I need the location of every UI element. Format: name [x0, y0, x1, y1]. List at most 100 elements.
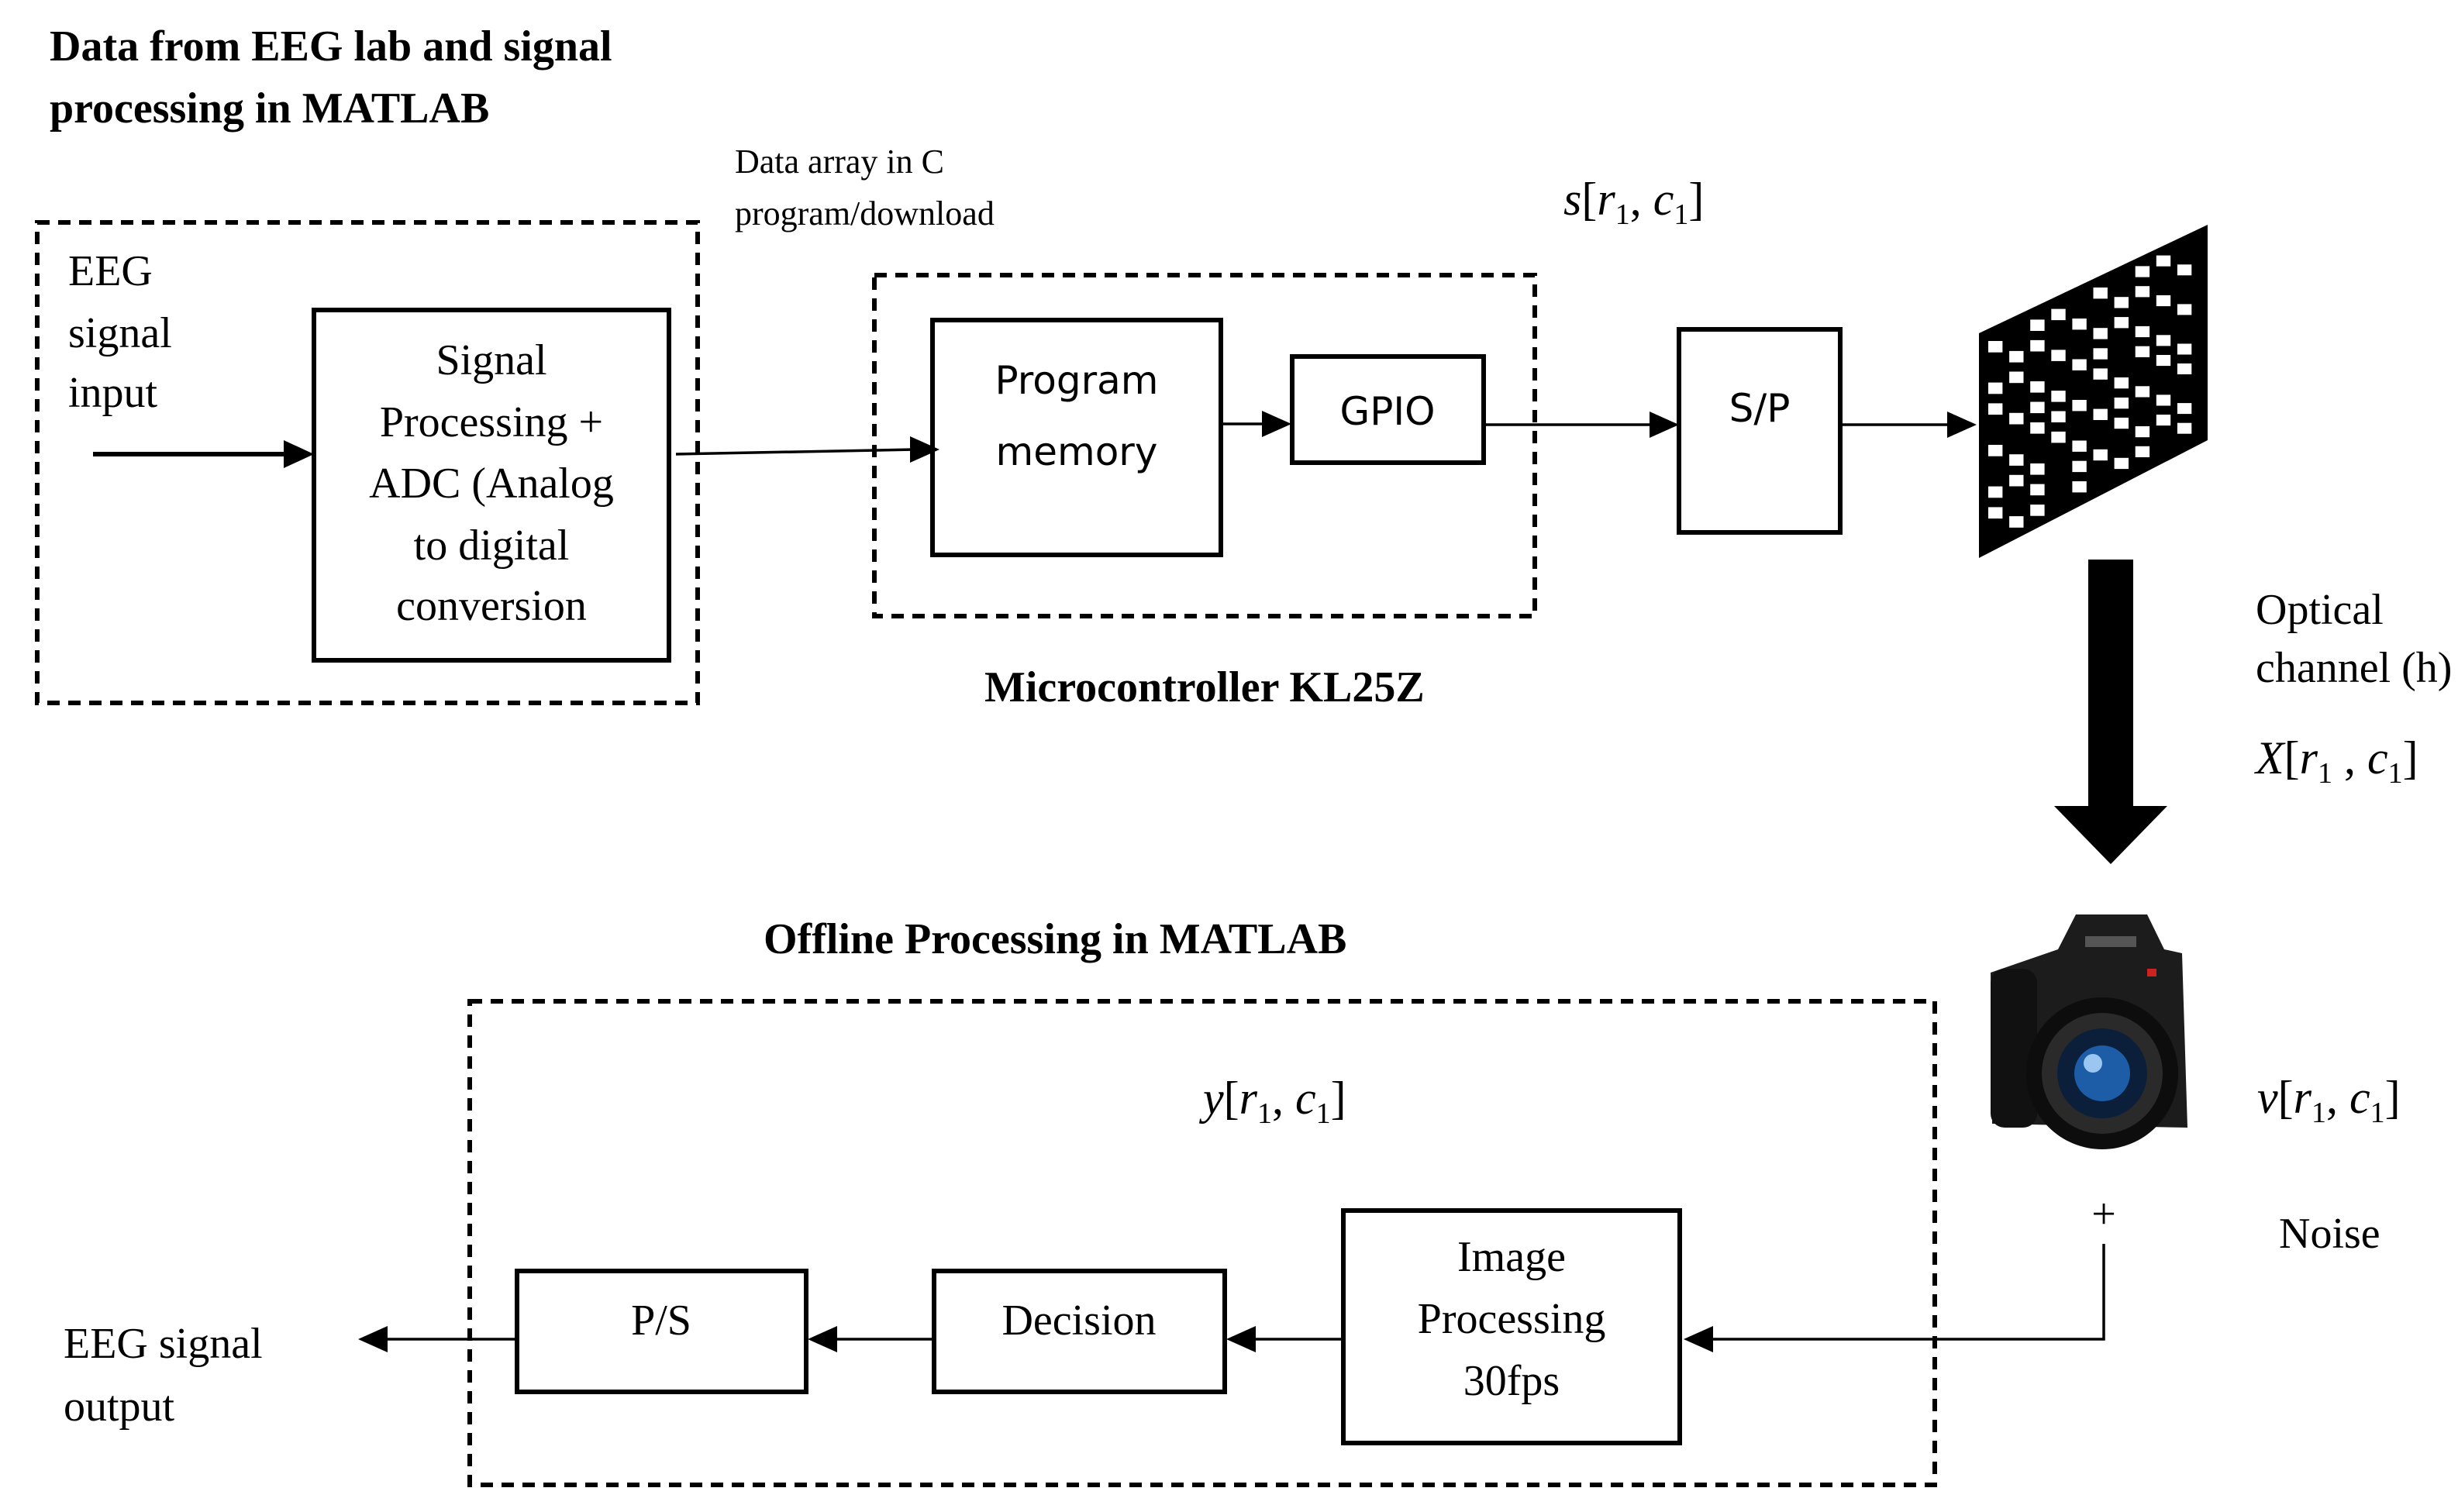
- led-cell: [2156, 394, 2171, 406]
- led-cell: [2177, 363, 2192, 374]
- led-cell: [2072, 440, 2087, 452]
- led-cell: [2093, 368, 2108, 380]
- led-cell: [2072, 359, 2087, 370]
- optical-channel-label-2: channel (h): [2256, 644, 2452, 692]
- led-cell: [1988, 507, 2003, 519]
- led-cell: [2177, 403, 2192, 415]
- output-arrowhead: [358, 1326, 388, 1352]
- decision-ps-arrowhead: [808, 1326, 837, 1352]
- led-cell: [2093, 328, 2108, 339]
- image-decision-arrowhead: [1226, 1326, 1256, 1352]
- gpio-block: [1290, 354, 1486, 465]
- noise-label: Noise: [2279, 1210, 2380, 1258]
- led-cell: [2135, 426, 2150, 438]
- gpio-label: GPIO: [1340, 389, 1436, 434]
- down-arrow-icon: [2054, 560, 2167, 864]
- led-cell: [2135, 266, 2150, 277]
- led-cell: [2135, 446, 2150, 457]
- microcontroller-group: [872, 273, 1537, 618]
- gpio-sp-arrowhead: [1650, 412, 1679, 438]
- led-cell: [2009, 371, 2024, 384]
- led-cell: [2030, 339, 2045, 352]
- v-noise-label: v[r1, c1]: [2257, 1072, 2401, 1129]
- sp-label: S/P: [1729, 386, 1791, 431]
- data-array-arrow-line: [675, 448, 915, 456]
- led-cell: [2030, 381, 2045, 393]
- led-cell: [2114, 457, 2129, 470]
- led-cell: [2114, 317, 2129, 329]
- led-cell: [2051, 411, 2066, 422]
- y-signal-label: y[r1, c1]: [1198, 1073, 1346, 1130]
- plus-sign: +: [2091, 1190, 2116, 1238]
- offline-processing-group: [467, 999, 1937, 1487]
- optical-channel-label-1: Optical: [2256, 586, 2384, 634]
- led-cell: [2156, 295, 2171, 307]
- matlab-input-group: [35, 220, 700, 705]
- image-processing-block: [1341, 1208, 1682, 1445]
- data-array-label-2: program/download: [735, 195, 995, 232]
- camera-to-image-processing-arrowhead: [1684, 1326, 1713, 1352]
- input-arrowhead: [284, 440, 314, 468]
- led-matrix-icon: [1979, 225, 2208, 558]
- led-cell: [2072, 460, 2087, 473]
- led-cell: [2072, 319, 2087, 330]
- led-cell: [2135, 346, 2150, 357]
- led-cell: [2114, 377, 2129, 389]
- program-memory-line-1: Program: [995, 358, 1159, 403]
- led-cell: [2177, 304, 2192, 315]
- led-cell: [1988, 341, 2003, 353]
- led-cell: [2156, 355, 2171, 367]
- led-cell: [2135, 325, 2150, 338]
- eeg-output-label-2: output: [64, 1383, 175, 1431]
- led-cell: [2030, 319, 2045, 331]
- signal-processing-block: [312, 308, 671, 663]
- signal-processing-line-2: Processing +: [380, 398, 603, 446]
- decision-label: Decision: [1001, 1297, 1156, 1345]
- ps-block: [515, 1269, 808, 1394]
- led-cell: [2030, 463, 2045, 475]
- led-cell: [1988, 445, 2003, 456]
- led-cell: [2114, 417, 2129, 429]
- eeg-output-label-1: EEG signal: [64, 1320, 263, 1368]
- led-cell: [2051, 391, 2066, 402]
- heading-matlab-top-2: processing in MATLAB: [50, 84, 489, 133]
- data-array-label-1: Data array in C: [735, 143, 944, 181]
- led-cell: [2156, 415, 2171, 426]
- heading-offline-processing: Offline Processing in MATLAB: [764, 915, 1346, 963]
- signal-processing-line-5: conversion: [396, 582, 587, 630]
- program-memory-line-2: memory: [996, 429, 1158, 474]
- led-cell: [2051, 350, 2066, 361]
- led-cell: [2135, 386, 2150, 398]
- decision-block: [932, 1269, 1227, 1394]
- led-cell: [2114, 398, 2129, 409]
- signal-processing-line-4: to digital: [414, 522, 570, 570]
- led-cell: [2009, 350, 2024, 363]
- led-cell: [2030, 505, 2045, 516]
- camera-to-image-processing-line: [1713, 1244, 2105, 1341]
- led-cell: [2009, 454, 2024, 466]
- eeg-input-label-1: EEG: [68, 247, 153, 295]
- data-array-arrowhead: [910, 436, 939, 463]
- led-cell: [2156, 255, 2171, 267]
- program-memory-block: [930, 318, 1223, 557]
- ps-label: P/S: [631, 1297, 691, 1345]
- s-signal-label: s[r1, c1]: [1563, 174, 1704, 231]
- sp-block: [1677, 327, 1843, 535]
- led-cell: [2156, 335, 2171, 346]
- sp-panel-arrowhead: [1947, 412, 1977, 438]
- led-cell: [2093, 408, 2108, 420]
- led-cell: [2072, 481, 2087, 493]
- eeg-input-label-3: input: [68, 369, 158, 417]
- led-cell: [2177, 343, 2192, 355]
- led-cell: [2093, 449, 2108, 461]
- led-cell: [2072, 400, 2087, 412]
- signal-processing-line-3: ADC (Analog: [369, 460, 614, 508]
- camera-icon: [1991, 914, 2187, 1149]
- image-processing-line-1: Image: [1457, 1233, 1566, 1281]
- led-cell: [2093, 288, 2108, 299]
- led-cell: [2177, 422, 2192, 434]
- eeg-input-label-2: signal: [68, 309, 172, 357]
- image-processing-line-3: 30fps: [1463, 1357, 1560, 1405]
- led-cell: [2030, 422, 2045, 434]
